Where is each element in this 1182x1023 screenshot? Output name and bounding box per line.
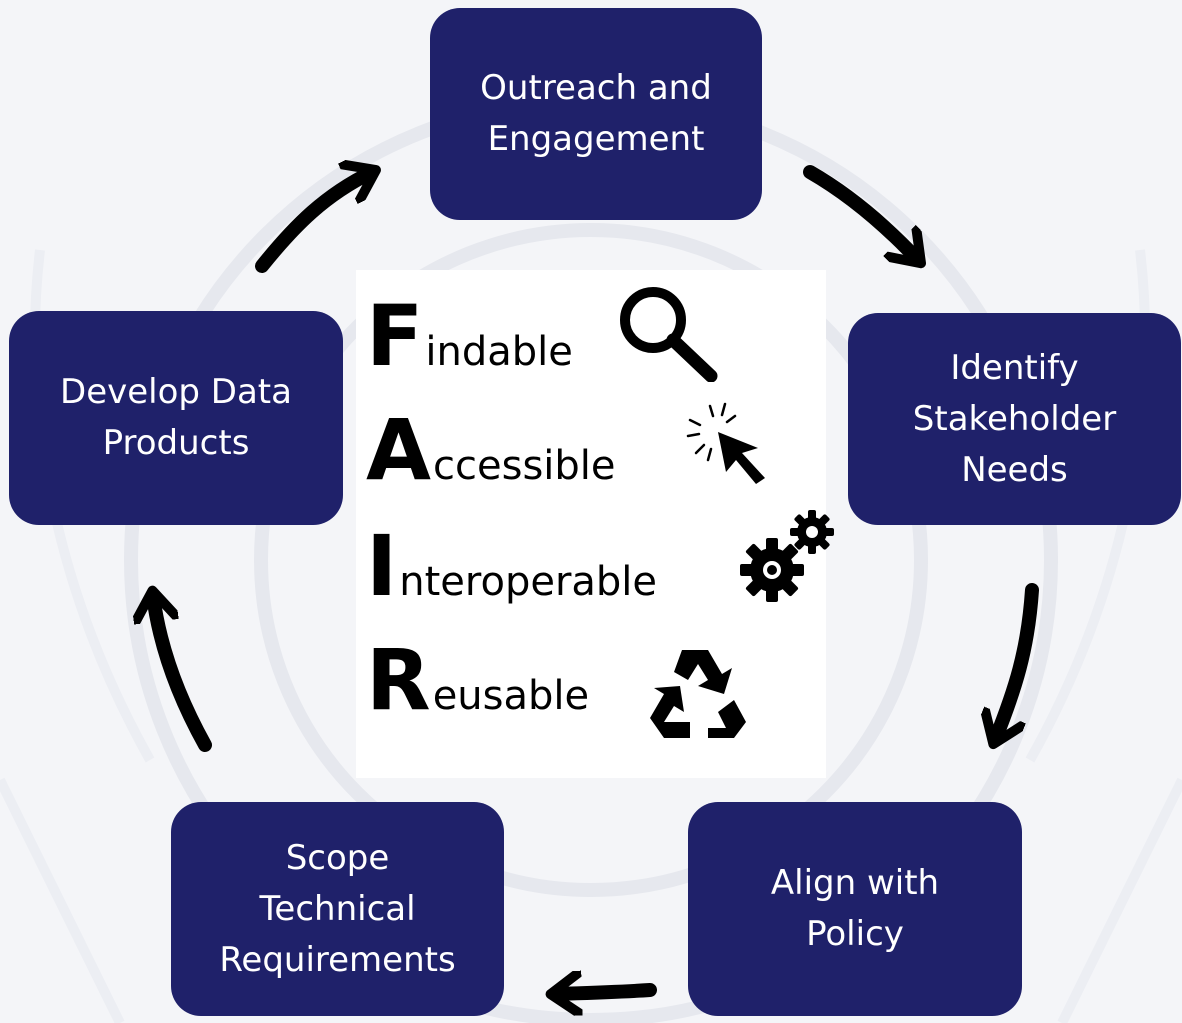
step-scope-line-1: Scope	[285, 837, 390, 878]
step-stakeholder-line-1: Identify	[950, 347, 1079, 388]
magnifier-icon	[620, 287, 718, 382]
step-policy-line-1: Align with	[770, 863, 940, 903]
recycle-icon	[650, 650, 746, 738]
step-identify-stakeholder-needs: Identify Stakeholder Needs	[848, 313, 1181, 525]
step-scope-line-3: Requirements	[219, 939, 456, 980]
step-develop-line-1: Develop Data	[60, 372, 292, 412]
step-policy-line-2: Policy	[806, 914, 904, 954]
fair-interoperable-initial: I	[366, 517, 398, 615]
fair-accessible-initial: A	[366, 401, 432, 499]
step-develop-line-2: Products	[102, 423, 250, 463]
step-align-with-policy: Align with Policy	[688, 802, 1022, 1016]
fair-findable-initial: F	[366, 287, 424, 385]
step-stakeholder-line-3: Needs	[961, 449, 1068, 490]
step-outreach-line-2: Engagement	[487, 119, 705, 159]
cursor-click-icon	[686, 402, 765, 484]
step-outreach-engagement: Outreach and Engagement	[430, 8, 762, 220]
fair-reusable-rest: eusable	[432, 673, 590, 719]
fair-interoperable-rest: nteroperable	[399, 559, 658, 605]
step-stakeholder-line-2: Stakeholder	[912, 398, 1117, 439]
fair-principles-panel	[356, 270, 826, 778]
fair-findable-rest: indable	[425, 329, 573, 375]
step-develop-data-products: Develop Data Products	[9, 311, 343, 525]
fair-accessible-rest: ccessible	[433, 443, 616, 489]
step-outreach-line-1: Outreach and	[480, 68, 712, 108]
step-scope-technical-requirements: Scope Technical Requirements	[171, 802, 504, 1016]
gears-icon	[740, 510, 834, 602]
step-scope-line-2: Technical	[259, 888, 416, 929]
fair-reusable-initial: R	[366, 631, 431, 729]
